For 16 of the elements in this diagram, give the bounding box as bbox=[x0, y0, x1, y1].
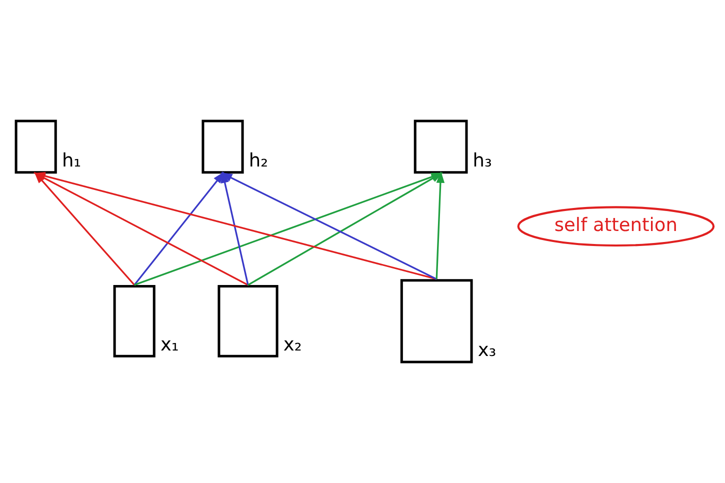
node-ellipse: self attention bbox=[517, 206, 715, 247]
node-box bbox=[14, 120, 57, 174]
node-label: x₃ bbox=[478, 340, 496, 362]
arrow bbox=[134, 172, 224, 286]
arrow bbox=[220, 172, 437, 280]
node-box bbox=[113, 284, 156, 358]
node-label: x₂ bbox=[283, 334, 302, 356]
node-box bbox=[202, 120, 244, 174]
arrow bbox=[436, 171, 445, 280]
node-label: h₃ bbox=[472, 150, 492, 172]
node-label: h₁ bbox=[62, 150, 82, 172]
node-label: x₁ bbox=[160, 334, 179, 356]
node-box bbox=[218, 284, 278, 358]
node-box bbox=[400, 279, 473, 364]
node-label: h₂ bbox=[248, 150, 268, 172]
node-box bbox=[414, 120, 468, 174]
